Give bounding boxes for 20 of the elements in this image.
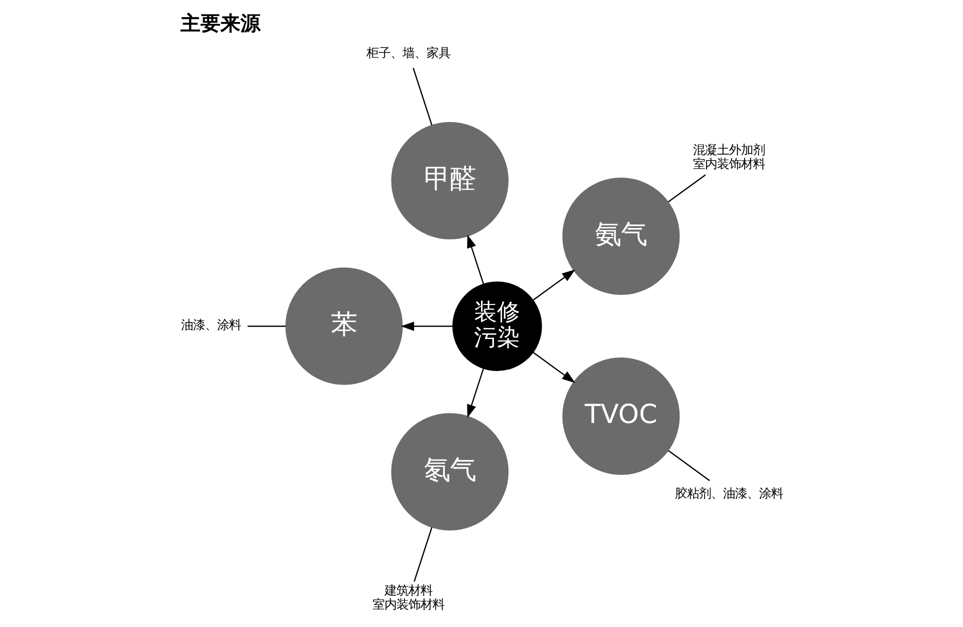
connector <box>668 450 710 482</box>
connector <box>667 174 706 202</box>
node-circle: 装修污染 <box>452 281 542 372</box>
arrow <box>532 352 575 383</box>
node-circle: 苯 <box>284 268 402 385</box>
node-text: 柜子、墙、家具 <box>366 46 450 60</box>
connector <box>247 326 286 327</box>
node-circle: 氡气 <box>390 413 508 530</box>
node-text: 油漆、涂料 <box>180 318 240 332</box>
arrow <box>466 234 484 284</box>
diagram-title: 主要来源 <box>180 10 260 35</box>
arrow <box>466 368 484 418</box>
node-text: 混凝土外加剂 室内装饰材料 <box>692 142 764 171</box>
node-text: 胶粘剂、油漆、涂料 <box>674 486 782 501</box>
node-text: 建筑材料 室内装饰材料 <box>372 584 444 612</box>
connector <box>413 527 432 582</box>
connector <box>412 68 432 126</box>
arrow <box>400 322 452 331</box>
node-circle: 甲醛 <box>390 122 508 240</box>
arrow <box>532 270 575 300</box>
